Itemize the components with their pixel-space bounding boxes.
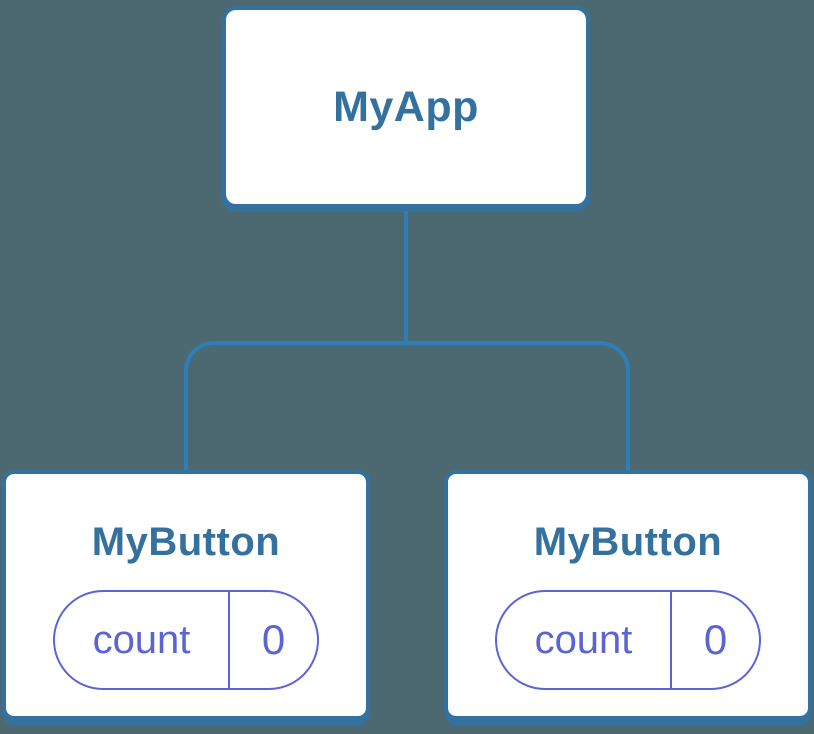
- node-mybutton-right-label: MyButton: [533, 520, 723, 564]
- state-key-right: count: [497, 592, 672, 688]
- connector-stem: [404, 211, 408, 343]
- node-mybutton-left: MyButton count 0: [2, 470, 370, 720]
- node-mybutton-right: MyButton count 0: [444, 470, 812, 720]
- connector-branch: [184, 341, 630, 470]
- state-key-left: count: [55, 592, 230, 688]
- state-value-left: 0: [261, 616, 286, 663]
- node-mybutton-left-label: MyButton: [91, 520, 281, 564]
- state-value-right: 0: [703, 616, 728, 663]
- node-myapp: MyApp: [222, 6, 590, 208]
- node-myapp-label: MyApp: [333, 83, 479, 131]
- state-pill-left: count 0: [53, 590, 319, 690]
- state-pill-right: count 0: [495, 590, 761, 690]
